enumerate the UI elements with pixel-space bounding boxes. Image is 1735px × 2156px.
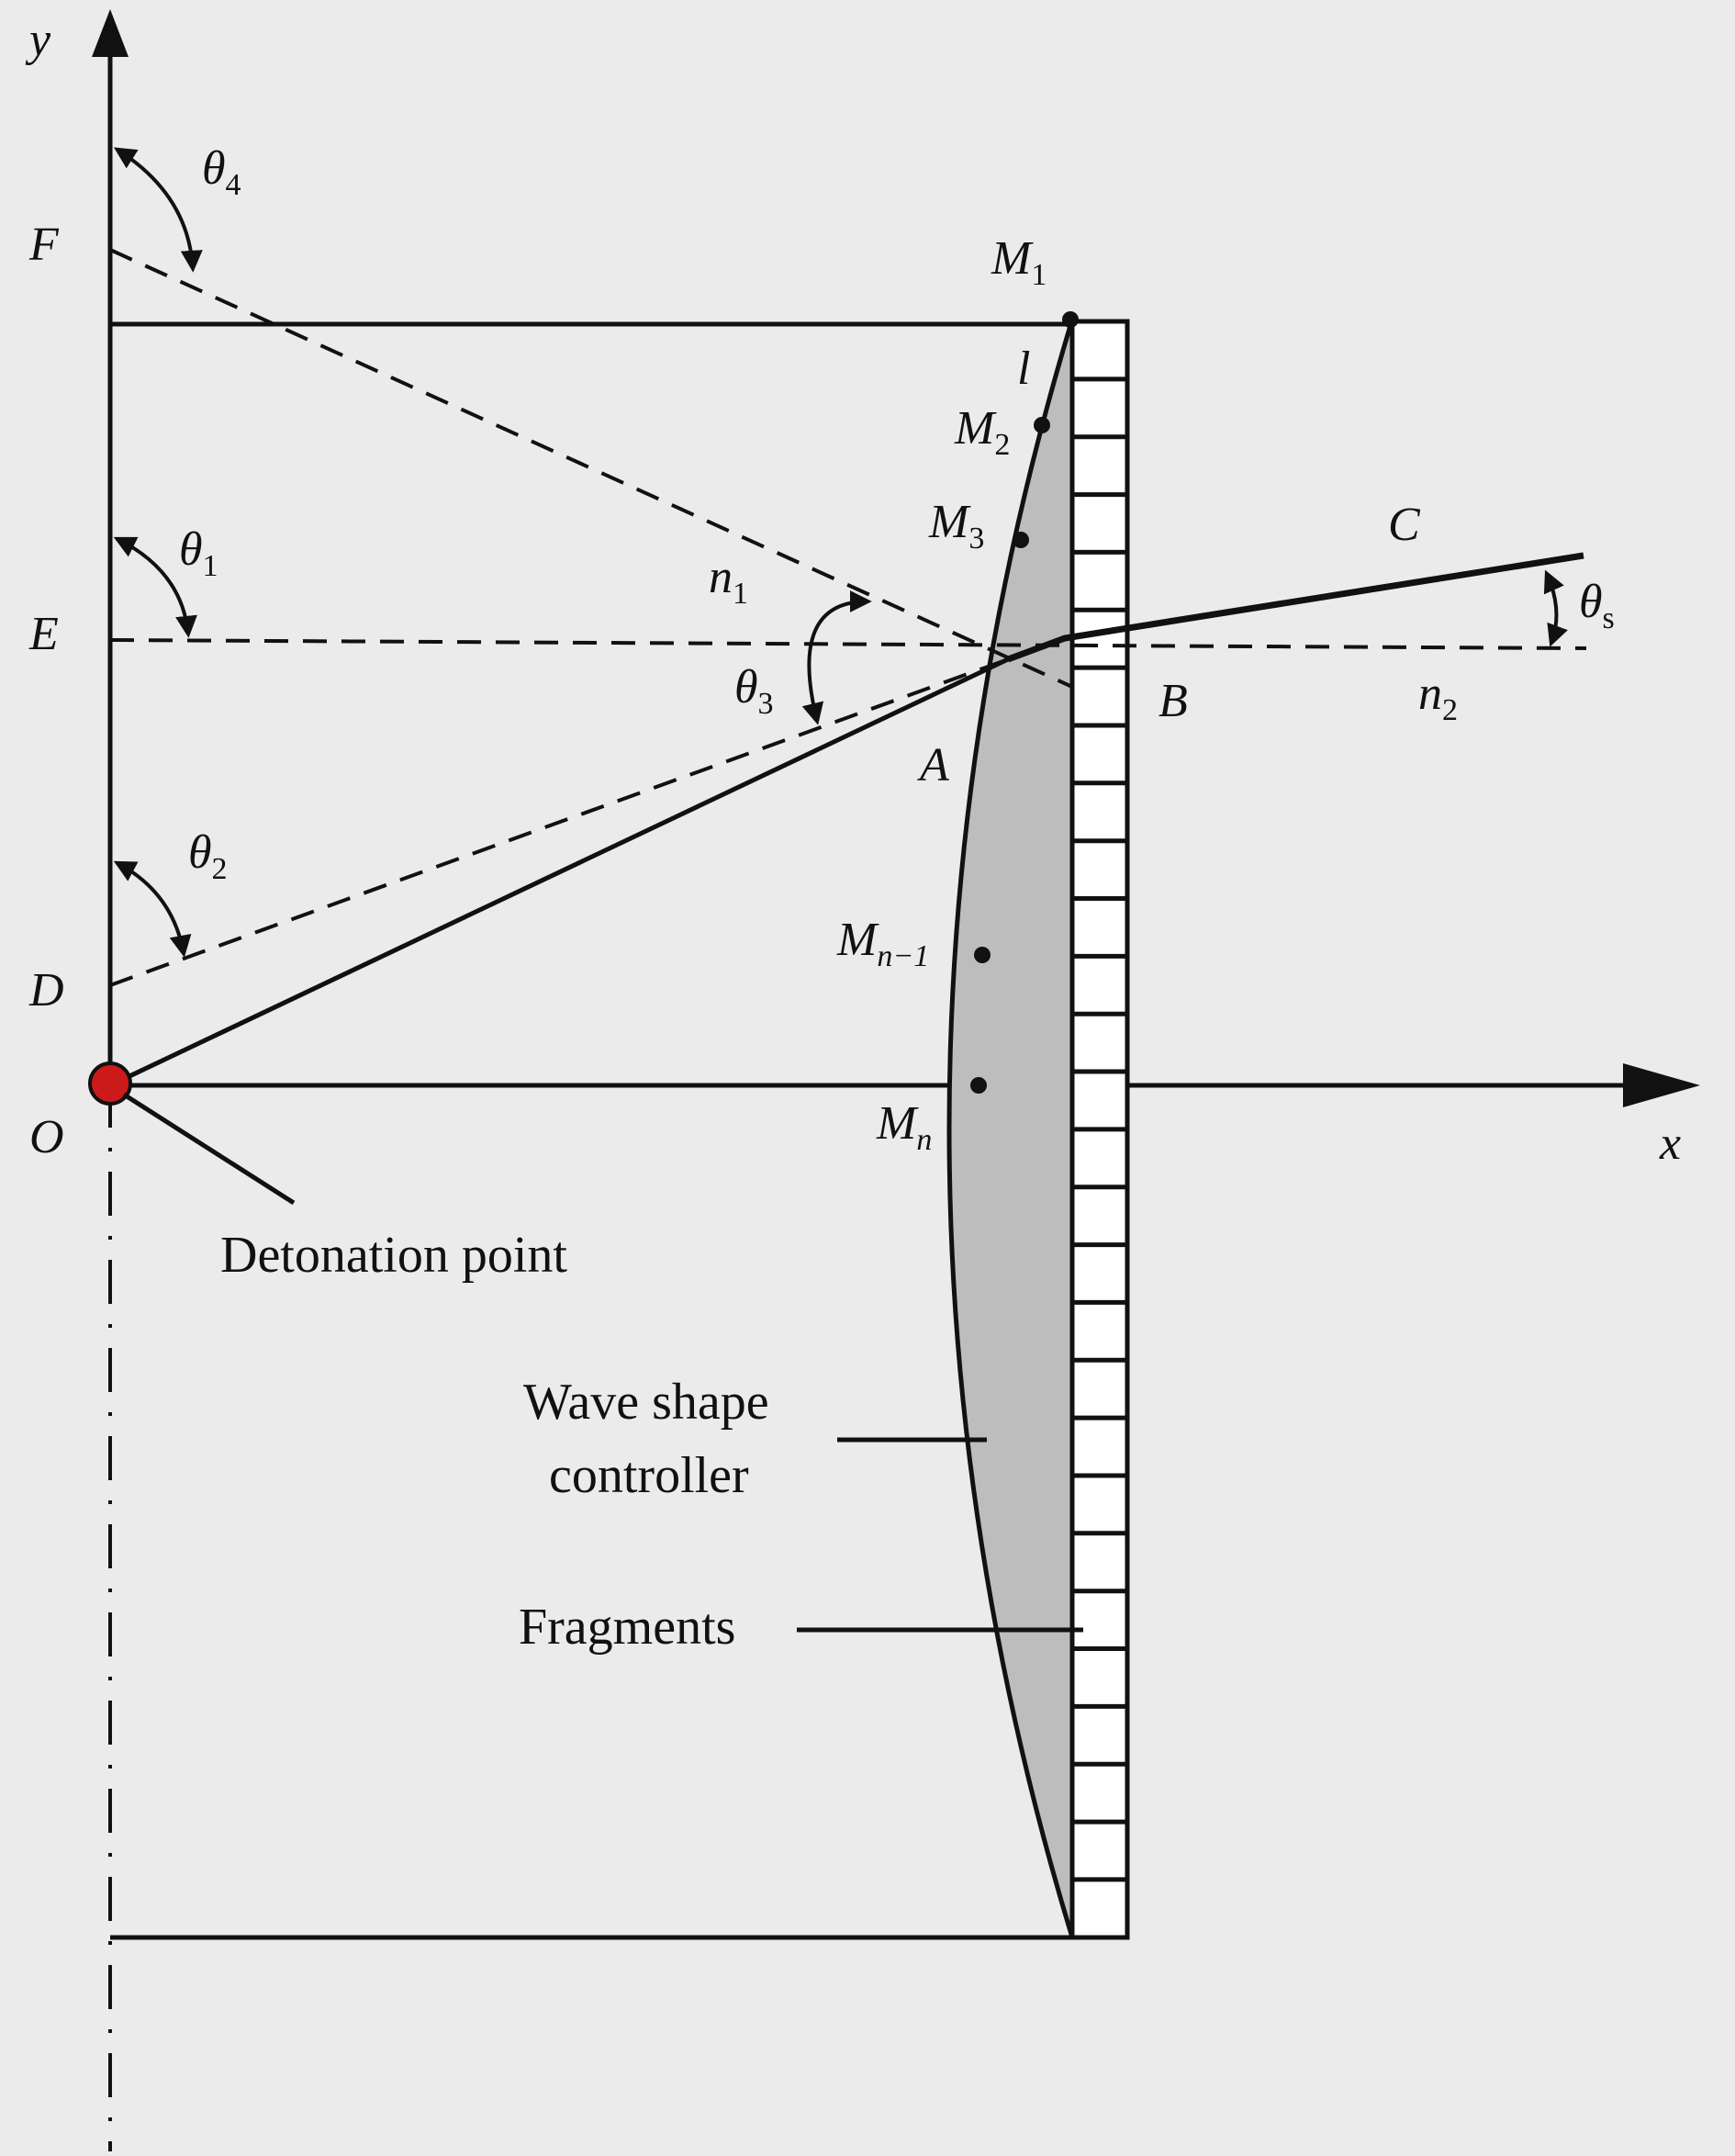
- theta2-arc: [113, 860, 192, 958]
- point-M1: [1062, 311, 1079, 328]
- label-theta1: θ1: [179, 523, 218, 583]
- label-F: F: [28, 219, 60, 271]
- thetas-arc: [1543, 569, 1568, 647]
- point-Mn: [970, 1077, 987, 1094]
- theta4-arc: [113, 147, 203, 273]
- label-theta2: θ2: [188, 826, 228, 886]
- label-Mn: Mn: [876, 1097, 932, 1157]
- theta3-arc: [801, 590, 872, 725]
- label-M3: M3: [928, 496, 984, 556]
- line-D-A: [109, 657, 1009, 987]
- label-M1: M1: [991, 232, 1047, 292]
- label-Mn-1: Mn−1: [836, 914, 929, 973]
- callout-fragments: Fragments: [519, 1599, 735, 1656]
- label-A: A: [917, 739, 949, 792]
- ray-O-A: [108, 657, 1010, 1088]
- callout-detonation-point: Detonation point: [220, 1227, 567, 1284]
- label-n2: n2: [1418, 668, 1458, 727]
- theta1-arc: [113, 536, 197, 638]
- point-M2: [1034, 417, 1050, 433]
- point-Mn-1: [974, 947, 991, 963]
- label-n1: n1: [709, 551, 748, 611]
- label-axis-x: x: [1659, 1117, 1681, 1170]
- point-M3: [1013, 532, 1029, 548]
- ray-A-C: [1006, 552, 1584, 663]
- label-theta4: θ4: [202, 142, 241, 202]
- callout-controller-line2: controller: [549, 1447, 749, 1504]
- label-E: E: [28, 608, 59, 660]
- y-axis-arrowhead: [92, 9, 129, 57]
- label-B: B: [1159, 675, 1188, 727]
- fragment-cells: [1072, 376, 1127, 1882]
- detonation-point-marker: [88, 1061, 132, 1106]
- wave-shape-controller: [946, 319, 1075, 1938]
- label-C: C: [1388, 499, 1421, 551]
- x-axis-arrowhead: [1623, 1063, 1700, 1107]
- label-origin: O: [29, 1111, 64, 1163]
- callout-controller-line1: Wave shape: [523, 1374, 769, 1431]
- label-l: l: [1017, 342, 1030, 395]
- label-theta3: θ3: [734, 661, 774, 721]
- label-axis-y: y: [25, 14, 51, 66]
- label-thetas: θs: [1579, 576, 1615, 635]
- label-M2: M2: [954, 402, 1010, 462]
- label-D: D: [28, 964, 64, 1016]
- line-F-B: [109, 248, 1073, 689]
- detonation-callout-line: [122, 1092, 296, 1206]
